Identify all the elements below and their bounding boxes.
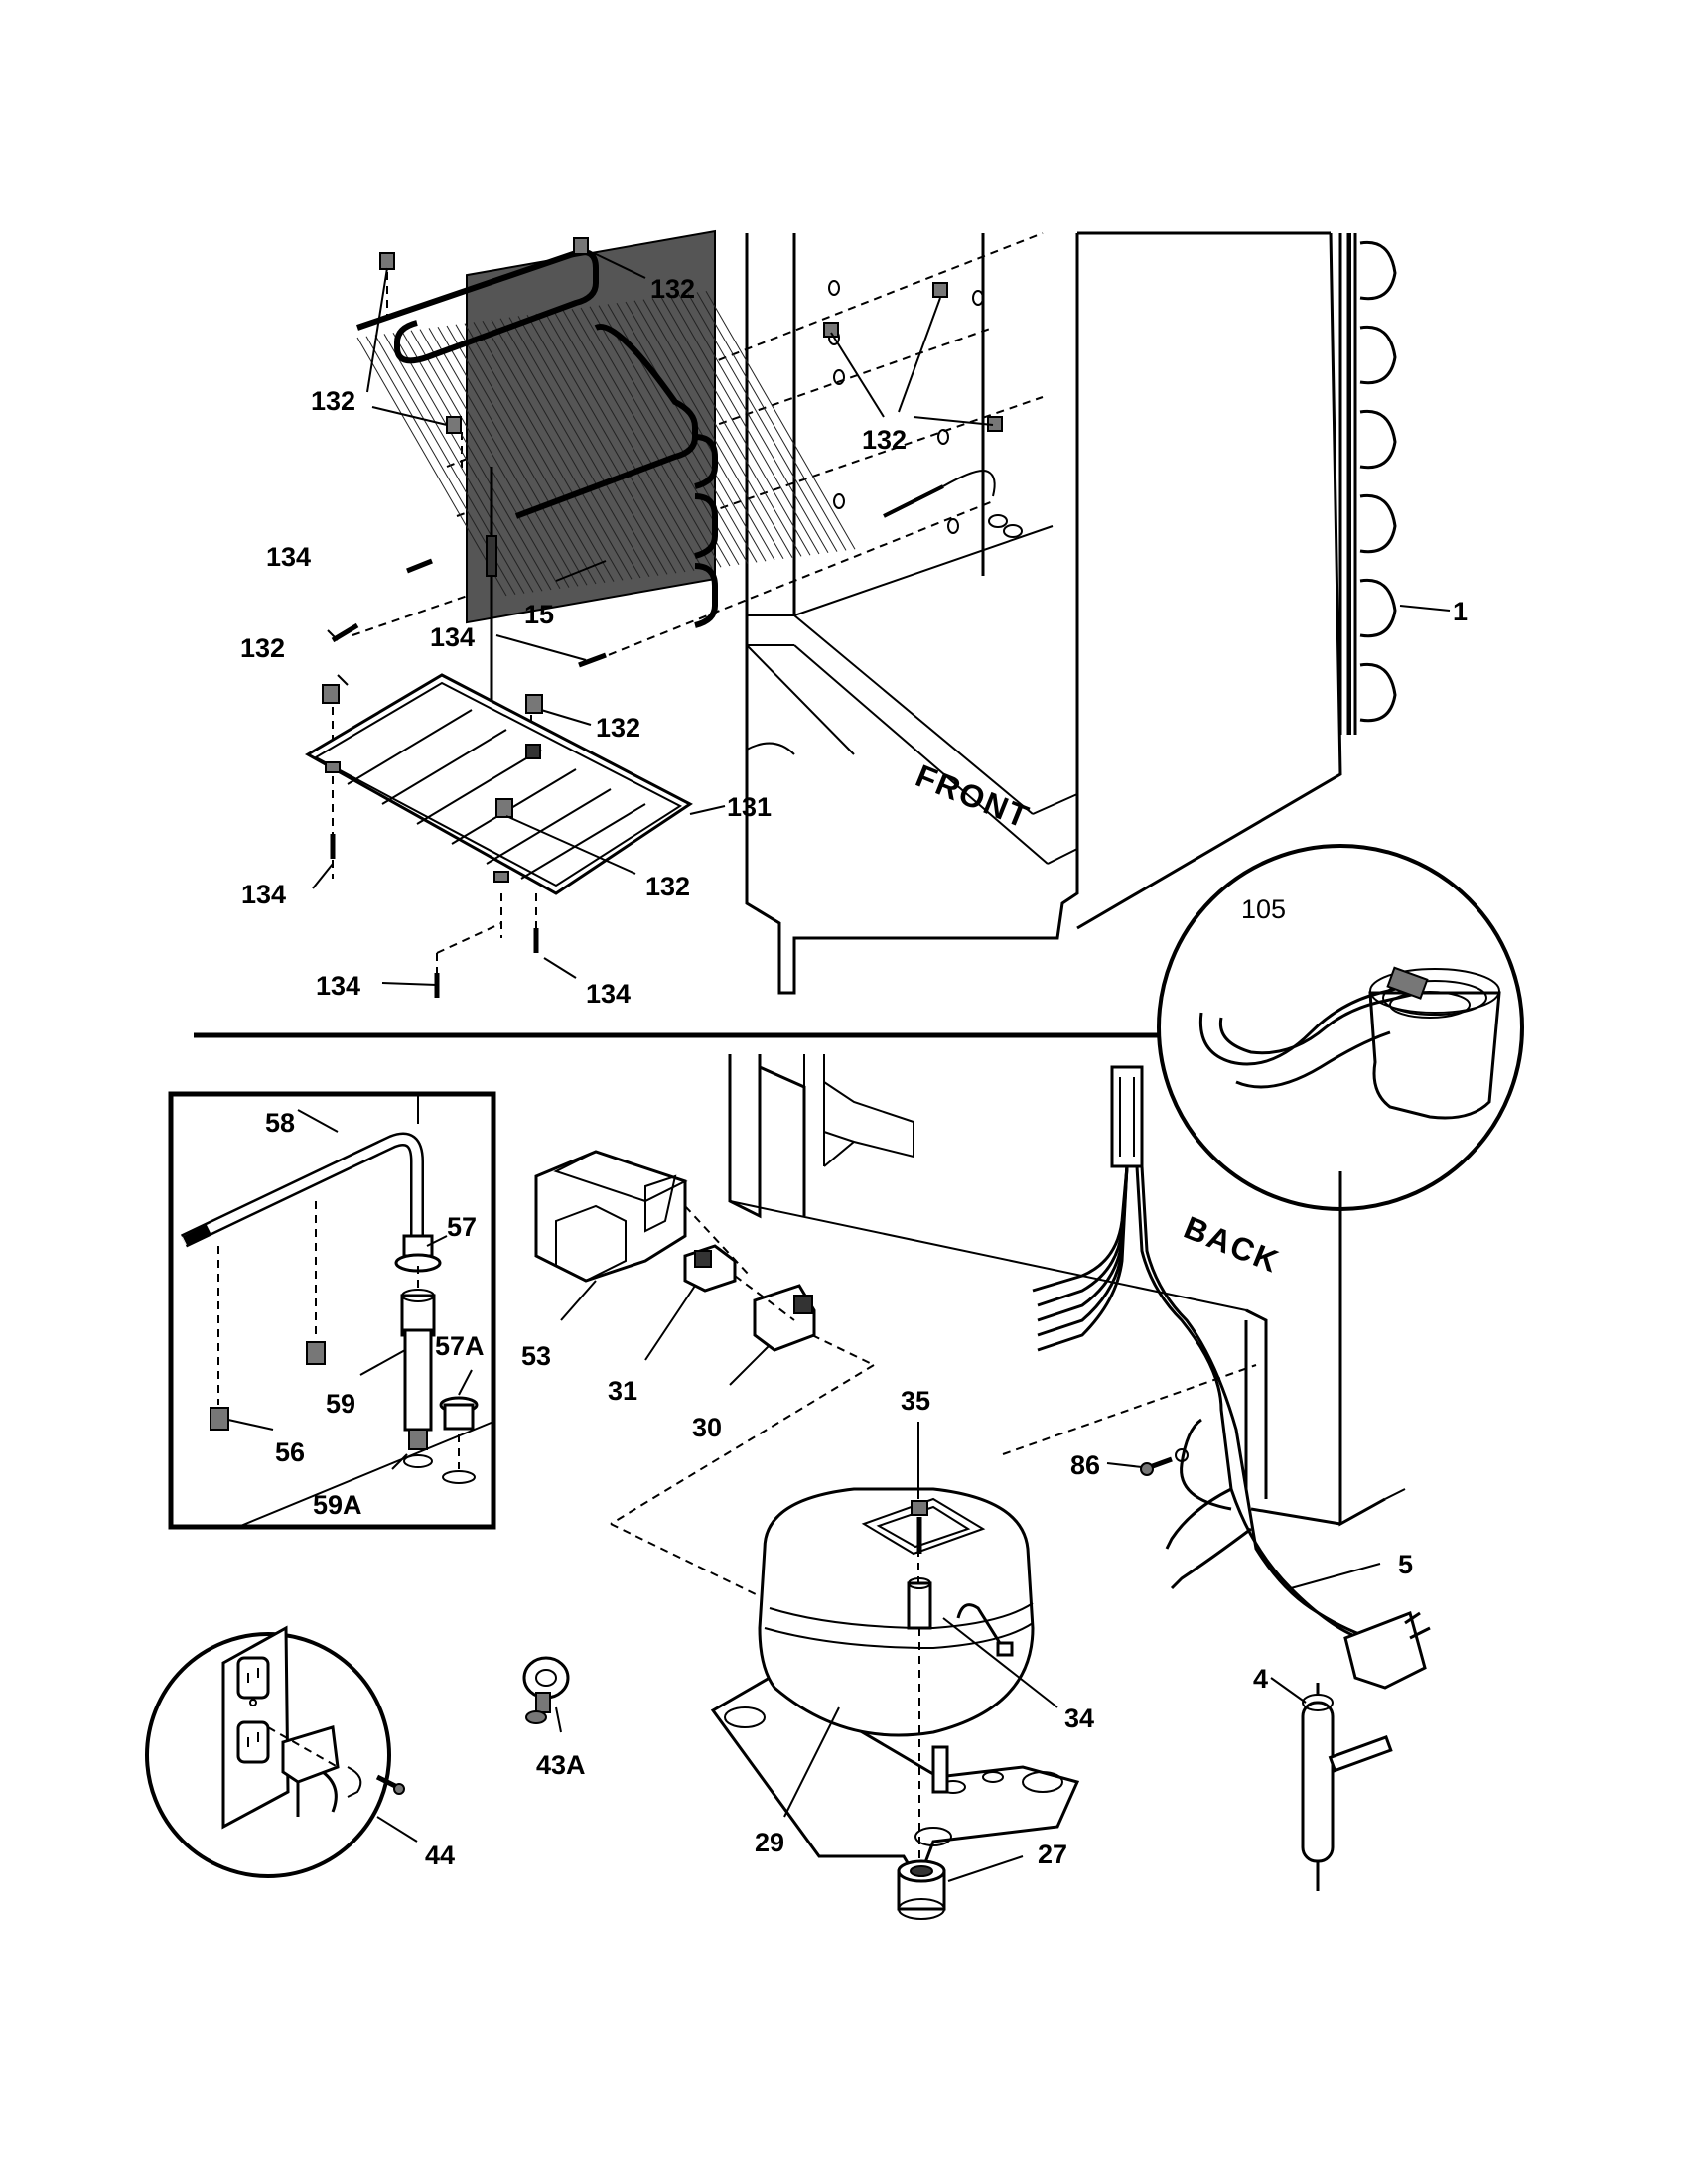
coil-fin (696, 292, 847, 551)
coil-fin (678, 294, 829, 554)
back-label: BACK (1179, 1209, 1285, 1280)
coil-fin (553, 311, 704, 570)
coil-fin (392, 332, 543, 592)
power-outlet-detail (145, 1625, 405, 1878)
callout-4: 4 (1253, 1664, 1268, 1694)
callout-132-top-right: 132 (650, 274, 695, 304)
coil-fin (455, 324, 606, 584)
drain-tube-detail-box (168, 1091, 496, 1530)
ground-screw (1002, 1364, 1257, 1476)
cabinet-back-outline (728, 1054, 1406, 1527)
coil-fin (383, 334, 534, 593)
coil-fin (633, 300, 784, 560)
coil-fin (446, 325, 597, 585)
relay-overload-cover (534, 1150, 875, 1366)
callout-44: 44 (425, 1841, 455, 1870)
coil-fin (580, 307, 731, 567)
callout-134-a: 134 (266, 542, 311, 572)
coil-fin (651, 298, 802, 557)
callout-105: 105 (1241, 894, 1286, 924)
coil-fin (437, 326, 588, 586)
callout-134-e: 134 (586, 979, 631, 1009)
coil-fin (491, 319, 641, 579)
callout-131: 131 (727, 792, 772, 822)
coil-fin (419, 329, 570, 588)
coil-fin (374, 335, 525, 594)
callout-59a: 59A (313, 1490, 362, 1520)
coil-fin (535, 313, 686, 573)
callout-57: 57 (447, 1212, 477, 1242)
coil-fin (508, 317, 659, 576)
callout-35: 35 (901, 1386, 930, 1416)
coil-fin (410, 330, 561, 590)
tubing-clamp (522, 1656, 570, 1724)
callout-132-top-left: 132 (311, 386, 355, 416)
callout-134-c: 134 (241, 880, 286, 909)
coil-fin (642, 299, 793, 558)
callout-29: 29 (755, 1828, 784, 1857)
callout-34: 34 (1064, 1704, 1094, 1733)
callout-57a: 57A (435, 1331, 485, 1361)
callout-134-d: 134 (316, 971, 360, 1001)
coil-fin (705, 290, 856, 550)
callout-134-b: 134 (430, 622, 475, 652)
clips-and-screws-top (322, 237, 1003, 998)
coil-fin (544, 312, 695, 572)
callout-30: 30 (692, 1413, 722, 1442)
callout-132-shelf-bottom: 132 (645, 872, 690, 901)
coil-fin (669, 295, 820, 555)
callout-31: 31 (608, 1376, 637, 1406)
coil-fin (499, 318, 650, 578)
drain-heater-detail (1157, 844, 1524, 1211)
callout-86: 86 (1070, 1450, 1100, 1480)
callout-132-shelf-right: 132 (596, 713, 640, 743)
callout-43a: 43A (536, 1750, 586, 1780)
callout-27: 27 (1038, 1840, 1067, 1869)
coil-fin (482, 320, 633, 580)
condenser-coil (356, 229, 856, 705)
coil-fin (428, 328, 579, 587)
coil-fin (473, 322, 624, 581)
callouts: 132 132 132 134 134 15 1 132 132 131 132… (240, 274, 1468, 1870)
coil-fin (616, 302, 767, 562)
coil-fin (625, 301, 775, 561)
coil-fin (356, 337, 507, 597)
callout-53: 53 (521, 1341, 551, 1371)
compressor-grommet (897, 1859, 946, 1920)
compressor (710, 1487, 1080, 1885)
coil-fin (660, 296, 811, 556)
coil-fin (526, 314, 677, 574)
coil-fin (517, 316, 668, 575)
coil-fin (571, 308, 722, 568)
callout-5: 5 (1398, 1550, 1413, 1579)
callout-132-shelf-left: 132 (240, 633, 285, 663)
callout-58: 58 (265, 1108, 295, 1138)
coil-fin (687, 293, 838, 552)
wiring-harness (1032, 1065, 1431, 1690)
cabinet-outline (745, 231, 1351, 995)
callout-56: 56 (275, 1437, 305, 1467)
leader-lines-top (312, 252, 1451, 986)
side-condenser (1338, 233, 1397, 735)
drain-pan-shelf (304, 673, 693, 895)
callout-15: 15 (524, 600, 554, 629)
front-label: FRONT (911, 757, 1035, 835)
callout-1: 1 (1453, 597, 1468, 626)
callout-132-mid: 132 (862, 425, 907, 455)
coil-fin (562, 310, 713, 569)
coil-fin (598, 305, 749, 564)
coil-fin (464, 323, 615, 582)
callout-59: 59 (326, 1389, 355, 1419)
coil-fin (401, 331, 552, 591)
leader-lines-bottom (227, 1109, 1381, 1882)
filter-drier (1301, 1683, 1393, 1891)
